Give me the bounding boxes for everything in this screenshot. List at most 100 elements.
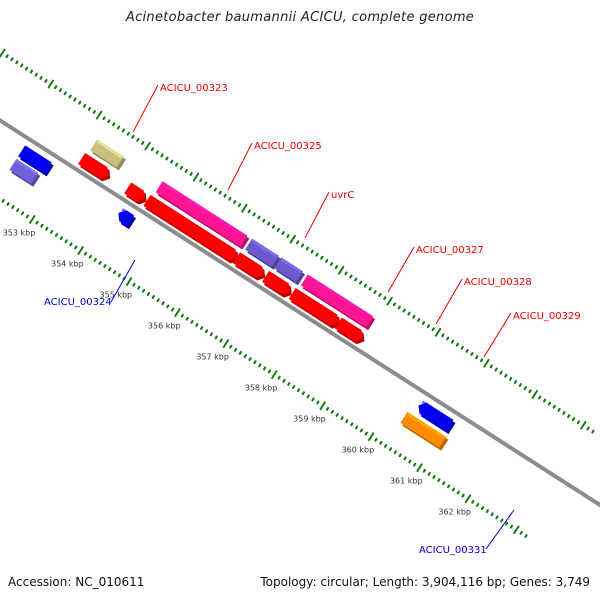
- minor-tick: [513, 379, 518, 384]
- minor-tick: [500, 518, 504, 523]
- minor-tick: [271, 224, 276, 229]
- minor-tick: [310, 249, 314, 254]
- minor-tick: [25, 214, 30, 219]
- minor-tick: [286, 234, 290, 239]
- minor-tick: [315, 252, 319, 257]
- minor-tick: [591, 429, 595, 434]
- minor-tick: [456, 490, 460, 495]
- minor-tick: [209, 332, 214, 337]
- minor-tick: [504, 373, 508, 378]
- minor-tick: [505, 521, 509, 526]
- minor-tick: [151, 295, 155, 299]
- feature-highlight: [307, 274, 373, 319]
- feature-highlight: [24, 146, 51, 165]
- minor-tick: [112, 122, 116, 127]
- minor-tick: [471, 499, 475, 504]
- feature-highlight: [406, 412, 446, 439]
- gene-feature-ACICU_00328-cds[interactable]: [262, 270, 290, 295]
- minor-tick: [228, 196, 232, 201]
- minor-tick: [373, 290, 377, 294]
- minor-tick: [374, 437, 378, 442]
- minor-tick: [296, 240, 300, 245]
- gene-feature-uvrC[interactable]: [155, 181, 248, 247]
- minor-tick: [34, 72, 38, 77]
- minor-tick: [384, 444, 388, 448]
- feature-highlight: [268, 271, 289, 286]
- minor-tick: [40, 223, 44, 228]
- minor-tick: [432, 475, 436, 479]
- minor-tick: [200, 326, 204, 331]
- minor-tick: [509, 524, 514, 529]
- minor-tick: [437, 478, 441, 483]
- minor-tick: [233, 347, 238, 352]
- minor-tick: [5, 54, 9, 59]
- gene-label[interactable]: ACICU_00329: [513, 311, 581, 322]
- gene-label[interactable]: ACICU_00328: [464, 277, 532, 288]
- minor-tick: [475, 503, 480, 507]
- minor-tick: [392, 302, 397, 307]
- minor-tick: [470, 352, 474, 356]
- gene-feature-ACICU_00329[interactable]: [300, 274, 374, 328]
- minor-tick: [49, 229, 54, 234]
- outer-tick-ring: [0, 48, 595, 434]
- minor-tick: [44, 79, 48, 83]
- major-tick: [144, 141, 151, 151]
- minor-tick: [557, 407, 561, 412]
- minor-tick: [455, 342, 460, 347]
- gene-feature-ACICU_00323-cds[interactable]: [78, 152, 109, 179]
- minor-tick: [141, 288, 146, 293]
- minor-tick: [68, 94, 72, 99]
- minor-tick: [398, 453, 402, 458]
- minor-tick: [58, 88, 63, 93]
- gene-label[interactable]: uvrC: [331, 190, 354, 201]
- minor-tick: [20, 211, 25, 216]
- minor-tick: [83, 103, 87, 108]
- gene-feature-ACICU_00329-cds-a[interactable]: [288, 287, 339, 326]
- minor-tick: [306, 394, 310, 399]
- minor-tick: [281, 231, 285, 235]
- gene-feature-ACICU_00325[interactable]: [124, 182, 145, 202]
- major-tick: [338, 265, 345, 275]
- minor-tick: [238, 350, 243, 355]
- gene-feature-uvrC-cds[interactable]: [143, 194, 237, 261]
- gene-label[interactable]: ACICU_00324: [44, 297, 112, 308]
- minor-tick: [586, 426, 590, 431]
- major-tick: [289, 234, 296, 244]
- accession-text: Accession: NC_010611: [8, 575, 145, 589]
- minor-tick: [523, 386, 527, 391]
- gene-label[interactable]: ACICU_00327: [416, 245, 484, 256]
- gene-feature-ACICU_00329-cds-b[interactable]: [334, 317, 363, 342]
- gene-feature-ACICU_00323[interactable]: [90, 139, 124, 168]
- minor-tick: [494, 367, 498, 372]
- minor-tick: [451, 487, 456, 492]
- minor-tick: [116, 125, 121, 130]
- minor-tick: [479, 358, 484, 363]
- gene-feature-purple-left[interactable]: [9, 158, 39, 184]
- minor-tick: [253, 360, 257, 365]
- feature-highlight: [15, 159, 38, 175]
- gene-feature-blue-left[interactable]: [18, 145, 52, 174]
- minor-tick: [499, 370, 503, 375]
- major-tick: [483, 358, 490, 368]
- minor-tick: [257, 215, 261, 220]
- gene-feature-blue-right[interactable]: [418, 402, 454, 431]
- gene-feature-ACICU_00327-cds[interactable]: [233, 252, 264, 278]
- minor-tick: [195, 323, 199, 327]
- minor-tick: [407, 311, 411, 316]
- minor-tick: [155, 150, 159, 155]
- minor-tick: [475, 355, 479, 360]
- minor-tick: [137, 285, 141, 290]
- minor-tick: [547, 401, 552, 406]
- gene-label[interactable]: ACICU_00325: [254, 141, 322, 152]
- gene-feature-ACICU_00327[interactable]: [245, 238, 279, 267]
- minor-tick: [282, 378, 286, 383]
- feature-highlight: [96, 140, 123, 159]
- minor-tick: [354, 425, 359, 430]
- minor-tick: [53, 85, 58, 90]
- gene-label[interactable]: ACICU_00323: [160, 83, 228, 94]
- tick-label: 355 kbp: [100, 290, 133, 299]
- gene-feature-ACICU_00331[interactable]: [400, 411, 447, 448]
- gene-label[interactable]: ACICU_00331: [419, 545, 487, 556]
- gene-feature-ACICU_00328[interactable]: [274, 257, 303, 283]
